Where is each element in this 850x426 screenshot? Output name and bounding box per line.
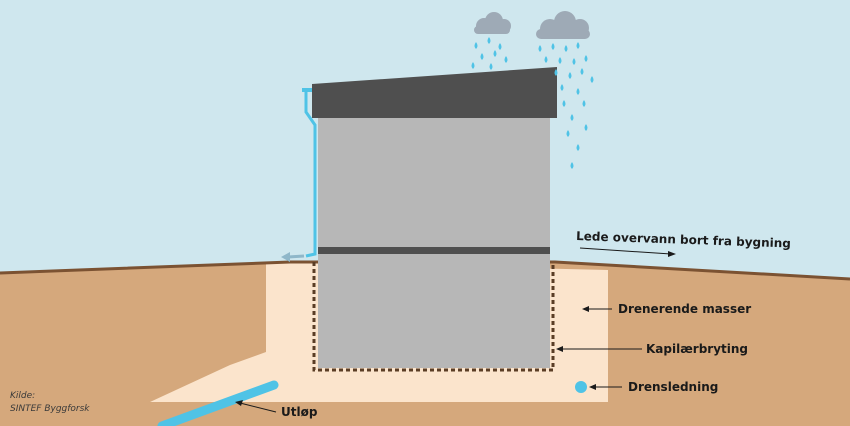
drain-pipe-arrow-icon bbox=[589, 384, 622, 390]
raindrop-icon bbox=[493, 50, 497, 57]
raindrop-icon bbox=[504, 56, 508, 63]
raindrop-icon bbox=[554, 69, 558, 76]
cloud-icon bbox=[536, 11, 590, 39]
raindrop-icon bbox=[568, 72, 572, 79]
capillary-break-label: Kapilærbryting bbox=[646, 342, 748, 356]
raindrop-icon bbox=[576, 42, 580, 49]
source-name: SINTEF Byggforsk bbox=[10, 404, 90, 414]
raindrop-icon bbox=[584, 124, 588, 131]
raindrop-icon bbox=[576, 144, 580, 151]
raindrop-icon bbox=[590, 76, 594, 83]
capillary-break-arrow-icon bbox=[556, 346, 642, 352]
raindrop-icon bbox=[538, 45, 542, 52]
raindrop-icon bbox=[576, 88, 580, 95]
drain-pipe bbox=[575, 381, 587, 393]
raindrop-icon bbox=[474, 42, 478, 49]
rain bbox=[471, 37, 594, 169]
raindrop-icon bbox=[570, 114, 574, 121]
gutter bbox=[302, 88, 312, 92]
raindrop-icon bbox=[570, 162, 574, 169]
raindrop-icon bbox=[551, 43, 555, 50]
capillary-break-membrane bbox=[312, 262, 555, 372]
outlet-arrow-icon bbox=[235, 400, 277, 413]
cloud-icon bbox=[474, 12, 511, 34]
roof bbox=[312, 67, 557, 118]
raindrop-icon bbox=[489, 63, 493, 70]
raindrop-icon bbox=[498, 43, 502, 50]
raindrop-icon bbox=[580, 68, 584, 75]
raindrop-icon bbox=[487, 37, 491, 44]
raindrop-icon bbox=[562, 100, 566, 107]
raindrop-icon bbox=[582, 100, 586, 107]
raindrop-icon bbox=[584, 55, 588, 62]
outlet-label: Utløp bbox=[281, 405, 318, 419]
outlet-pipe bbox=[157, 380, 279, 426]
source-label: Kilde: bbox=[10, 391, 35, 401]
raindrop-icon bbox=[480, 53, 484, 60]
raindrop-icon bbox=[564, 45, 568, 52]
building-wall bbox=[318, 112, 550, 368]
raindrop-icon bbox=[560, 84, 564, 91]
downpipe bbox=[304, 90, 317, 258]
drain-pipe-label: Drensledning bbox=[628, 380, 718, 394]
surface-water-arrow-icon bbox=[579, 247, 676, 257]
raindrop-icon bbox=[572, 58, 576, 65]
raindrop-icon bbox=[558, 57, 562, 64]
outflow-arrow-icon bbox=[281, 252, 305, 262]
draining-masses-arrow-icon bbox=[582, 306, 612, 312]
raindrop-icon bbox=[566, 130, 570, 137]
raindrop-icon bbox=[471, 62, 475, 69]
floor-band bbox=[318, 247, 550, 254]
draining-masses-label: Drenerende masser bbox=[618, 302, 751, 316]
raindrop-icon bbox=[544, 56, 548, 63]
